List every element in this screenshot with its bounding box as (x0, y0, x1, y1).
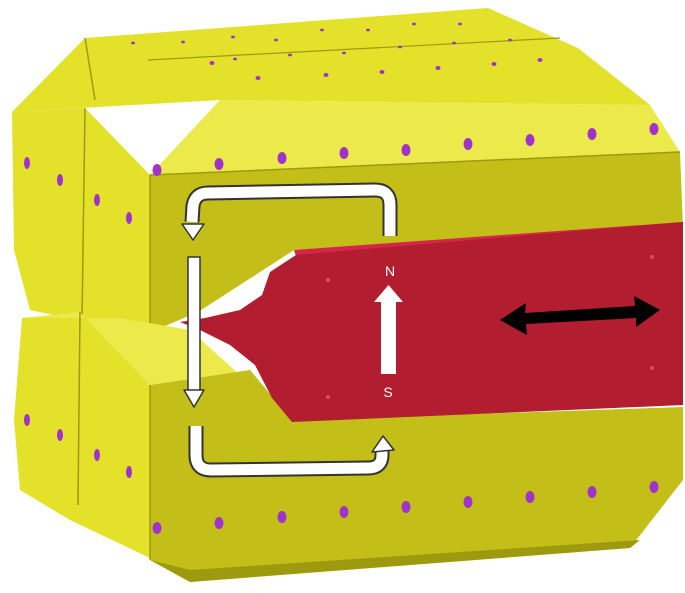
mounting-hole (274, 38, 278, 42)
mounting-hole (152, 164, 162, 176)
magnet-body (180, 222, 683, 422)
mounting-hole (94, 194, 100, 206)
mounting-hole (463, 496, 473, 508)
mounting-hole (214, 517, 224, 529)
mounting-hole (525, 491, 535, 503)
north-pole-label: N (385, 263, 395, 279)
magnet-pin (326, 395, 330, 399)
mounting-hole (491, 62, 497, 66)
yoke-edge-line (147, 37, 561, 61)
mounting-hole (412, 22, 416, 26)
mounting-hole (323, 73, 329, 77)
magnet-pin (650, 255, 654, 259)
magnetization-arrow-shaft (381, 300, 396, 374)
mounting-hole (126, 212, 132, 224)
magnetization-indicator: N S (374, 263, 403, 400)
mounting-hole (288, 53, 292, 57)
mounting-hole (214, 158, 224, 170)
mounting-hole (57, 429, 63, 441)
left-flux-arrowhead (183, 389, 205, 408)
south-pole-label: S (383, 384, 392, 400)
up-arrow-icon (374, 285, 403, 302)
mounting-hole (401, 501, 411, 513)
mounting-hole (126, 466, 132, 478)
mounting-hole (366, 28, 370, 32)
mounting-hole (435, 66, 441, 70)
lower-yoke-bottom-chamfer (150, 540, 640, 582)
mounting-hole (255, 76, 261, 80)
yoke-edge-line (81, 107, 86, 321)
mounting-hole (649, 481, 659, 493)
double-headed-arrow-icon (500, 296, 660, 335)
mounting-hole (339, 506, 349, 518)
mounting-hole (649, 123, 659, 135)
mounting-hole (452, 41, 456, 45)
mounting-hole (131, 41, 135, 45)
lower-yoke-left-side (14, 312, 150, 558)
mounting-holes (24, 22, 659, 534)
mounting-hole (24, 157, 30, 169)
mounting-hole (231, 35, 235, 39)
mounting-hole (320, 28, 324, 32)
yoke-edge-line (84, 37, 96, 101)
lower-flux-arrow-fill (190, 426, 388, 476)
mounting-hole (152, 522, 162, 534)
upper-flux-arrowhead (181, 223, 205, 241)
mounting-hole (57, 174, 63, 186)
upper-yoke-top-face (12, 8, 650, 112)
mounting-hole (587, 486, 597, 498)
lower-yoke-gap-surface (22, 312, 290, 420)
mounting-hole (233, 57, 237, 61)
mounting-hole (181, 40, 185, 44)
mounting-hole (458, 22, 462, 26)
flux-path-arrows (181, 182, 398, 478)
yoke-edge-line (77, 311, 81, 506)
upper-flux-arrow-fill (186, 184, 396, 236)
moving-magnet (180, 222, 683, 422)
magnet-pin (326, 278, 330, 282)
mounting-hole (379, 70, 385, 74)
lower-yoke-front-face (150, 370, 683, 582)
yoke-edge-line (149, 151, 681, 176)
mounting-hole (209, 61, 215, 65)
mounting-hole (587, 128, 597, 140)
mounting-hole (339, 147, 349, 159)
mounting-hole (342, 51, 346, 55)
lower-flux-arrowhead (371, 435, 395, 453)
mounting-hole (277, 511, 287, 523)
mounting-hole (537, 58, 543, 62)
magnet-pin (650, 366, 654, 370)
mounting-hole (401, 144, 411, 156)
mounting-hole (24, 414, 30, 426)
mounting-hole (94, 449, 100, 461)
mounting-hole (277, 152, 287, 164)
mounting-hole (463, 138, 473, 150)
left-flux-arrow-shaft (187, 256, 201, 392)
mounting-hole (508, 38, 512, 42)
lower-yoke (14, 311, 683, 582)
mounting-hole (398, 45, 402, 49)
upper-yoke-left-side (12, 108, 150, 330)
mounting-hole (525, 134, 535, 146)
motion-arrow (500, 296, 660, 335)
